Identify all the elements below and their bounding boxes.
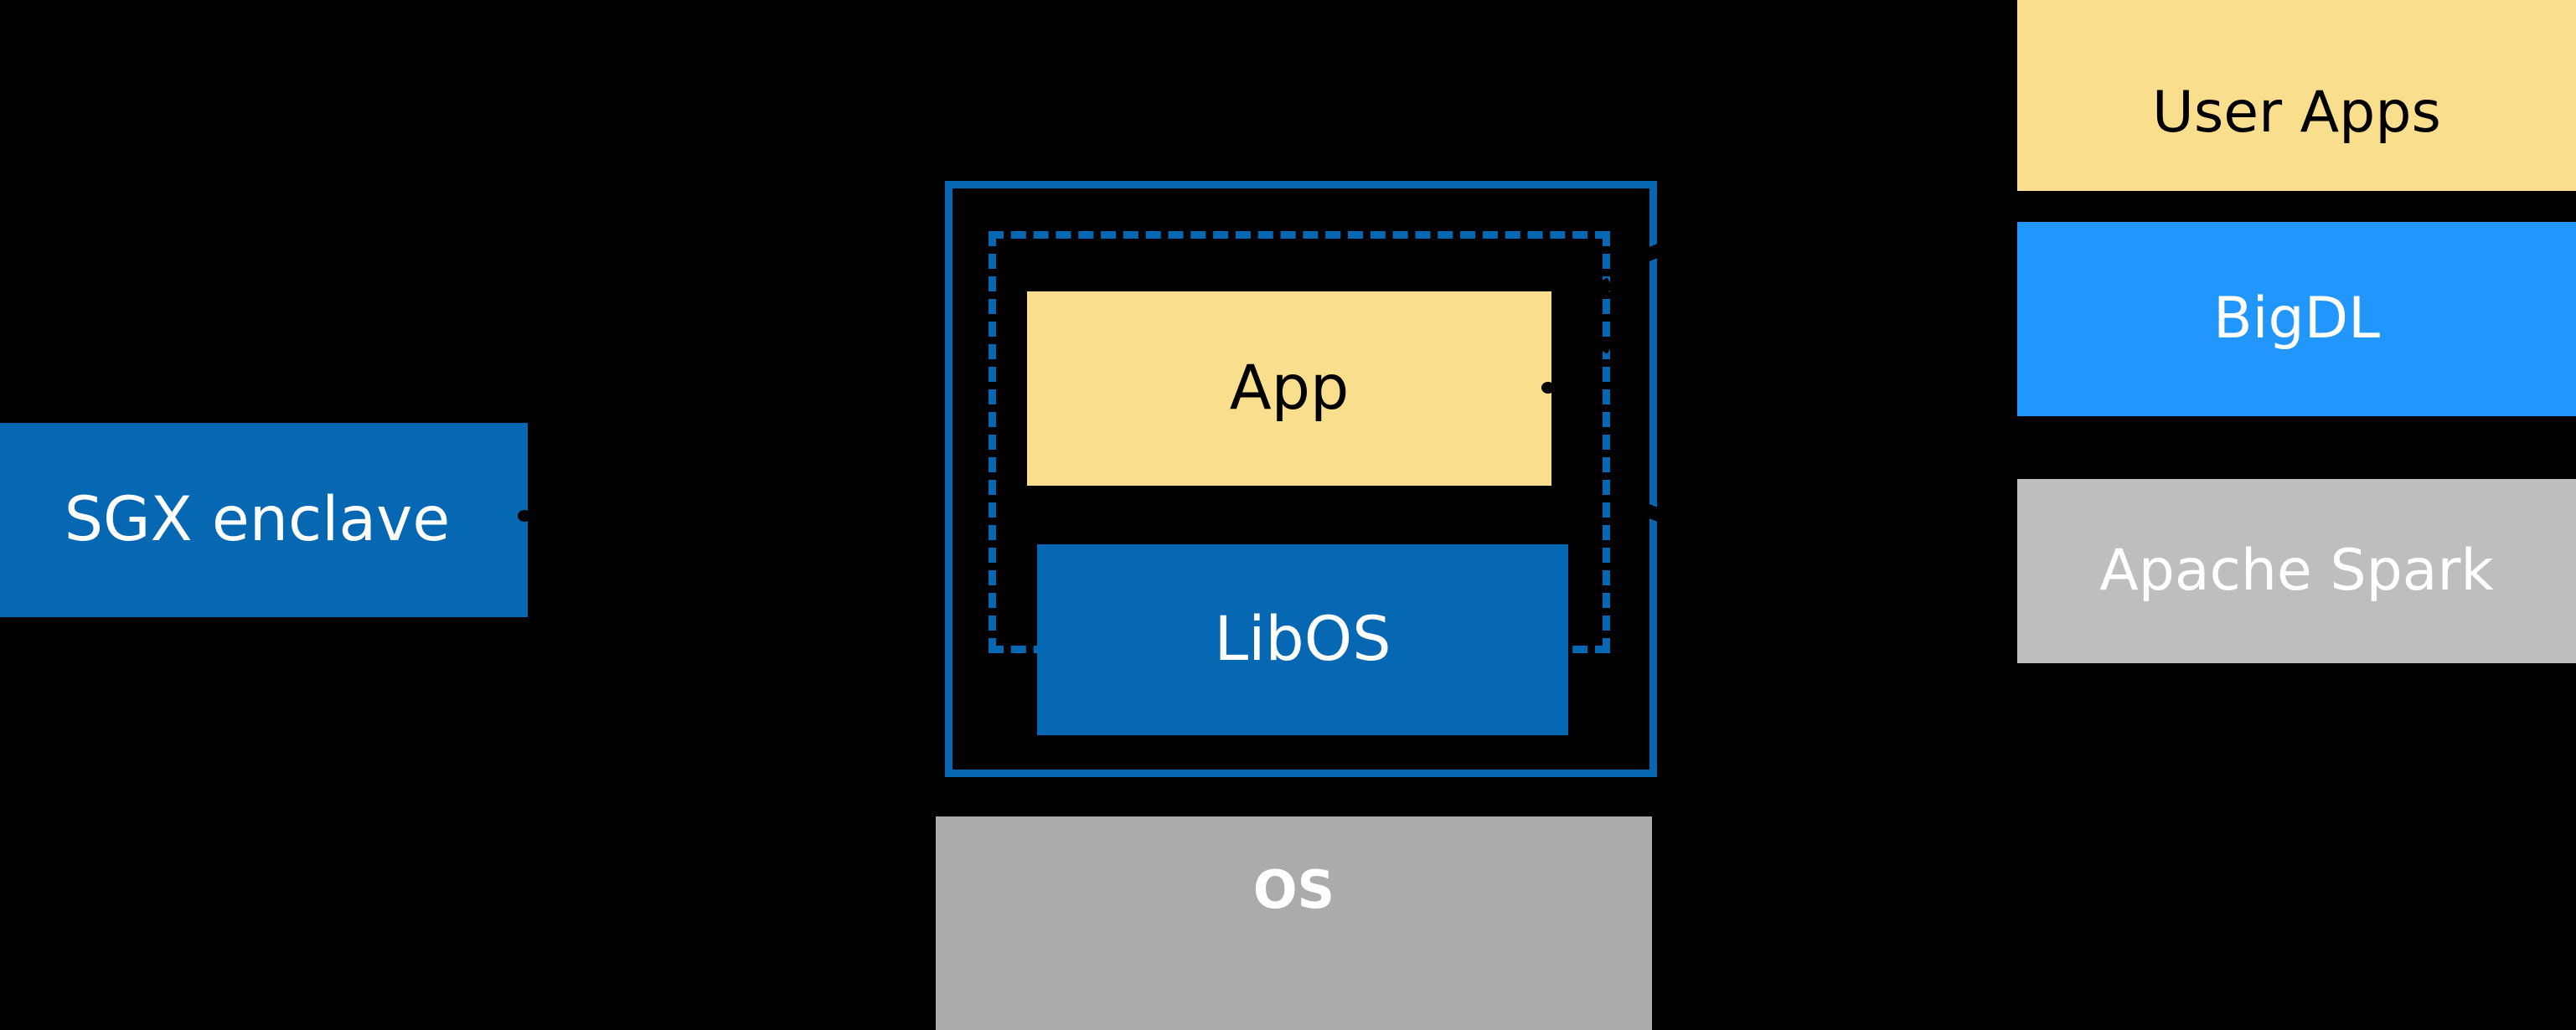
user-apps-box[interactable]: User Apps xyxy=(2017,0,2576,191)
enclave-boundary-outline[interactable] xyxy=(945,181,1657,777)
os-box[interactable]: OS xyxy=(936,816,1652,1030)
app-connector-endpoint-icon xyxy=(1541,382,1555,394)
libos-box[interactable]: LibOS xyxy=(1037,544,1568,735)
user-apps-label: User Apps xyxy=(2152,79,2441,146)
libos-label: LibOS xyxy=(1214,603,1391,675)
apache-spark-box[interactable]: Apache Spark xyxy=(2017,479,2576,663)
apache-spark-label: Apache Spark xyxy=(2099,538,2494,605)
bigdl-box[interactable]: BigDL xyxy=(2017,222,2576,416)
app-box[interactable]: App xyxy=(1027,291,1551,486)
app-label: App xyxy=(1229,352,1350,424)
bigdl-label: BigDL xyxy=(2213,286,2380,353)
sgx-enclave-label: SGX enclave xyxy=(64,483,451,555)
sgx-enclave-box[interactable]: SGX enclave xyxy=(0,423,528,617)
os-label: OS xyxy=(1252,859,1335,920)
sgx-connector-endpoint-icon xyxy=(518,510,531,522)
